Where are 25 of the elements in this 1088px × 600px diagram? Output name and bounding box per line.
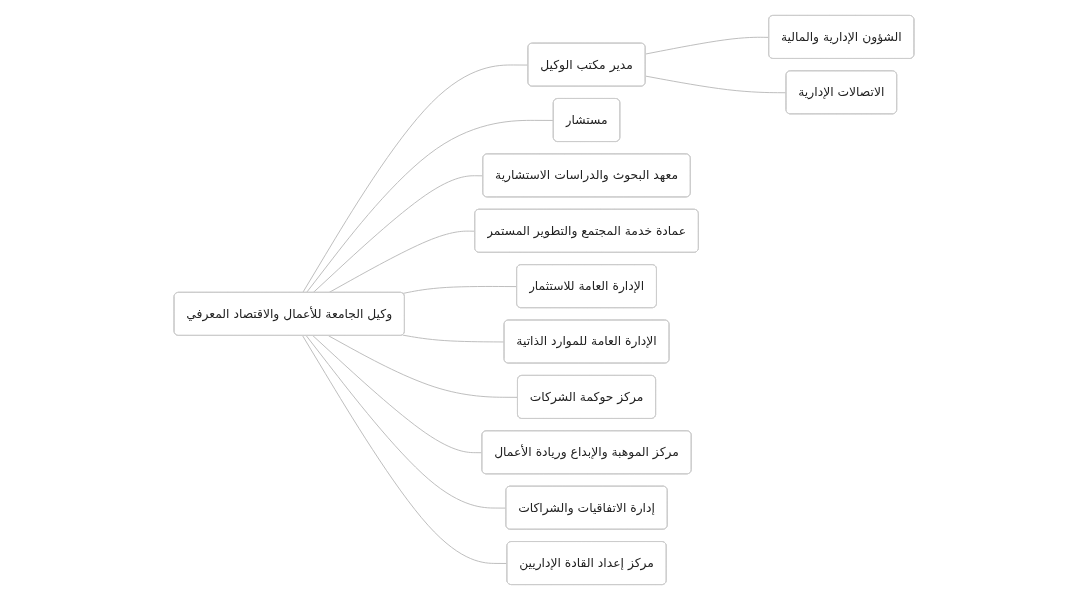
node-box: وكيل الجامعة للأعمال والاقتصاد المعرفي	[173, 291, 405, 336]
node-box: الشؤون الإدارية والمالية	[768, 14, 915, 59]
connector-line	[302, 335, 508, 564]
node-box: عمادة خدمة المجتمع والتطوير المستمر	[474, 208, 699, 253]
connector-line	[402, 334, 505, 343]
node-box: الإدارة العامة للموارد الذاتية	[503, 319, 670, 364]
node-box: الاتصالات الإدارية	[785, 70, 898, 115]
connector-line	[645, 36, 770, 55]
connector-line	[305, 119, 555, 294]
connector-line	[328, 335, 519, 398]
node-box: مدير مكتب الوكيل	[527, 42, 646, 87]
node-box: إدارة الاتفاقيات والشراكات	[505, 485, 668, 530]
node-box: مركز إعداد القادة الإداريين	[506, 541, 667, 586]
node-box: الإدارة العامة للاستثمار	[516, 264, 657, 309]
node-box: معهد البحوث والدراسات الاستشارية	[482, 153, 691, 198]
connector-line	[305, 335, 507, 509]
connector-line	[402, 286, 518, 294]
connector-line	[312, 335, 483, 454]
node-box: مستشار	[552, 98, 621, 142]
node-box: مركز الموهبة والإبداع وريادة الأعمال	[481, 430, 692, 475]
connector-line	[645, 75, 787, 94]
connector-line	[312, 175, 484, 294]
node-box: مركز حوكمة الشركات	[517, 374, 657, 419]
connector-line	[328, 230, 476, 294]
connector-line	[302, 64, 529, 294]
